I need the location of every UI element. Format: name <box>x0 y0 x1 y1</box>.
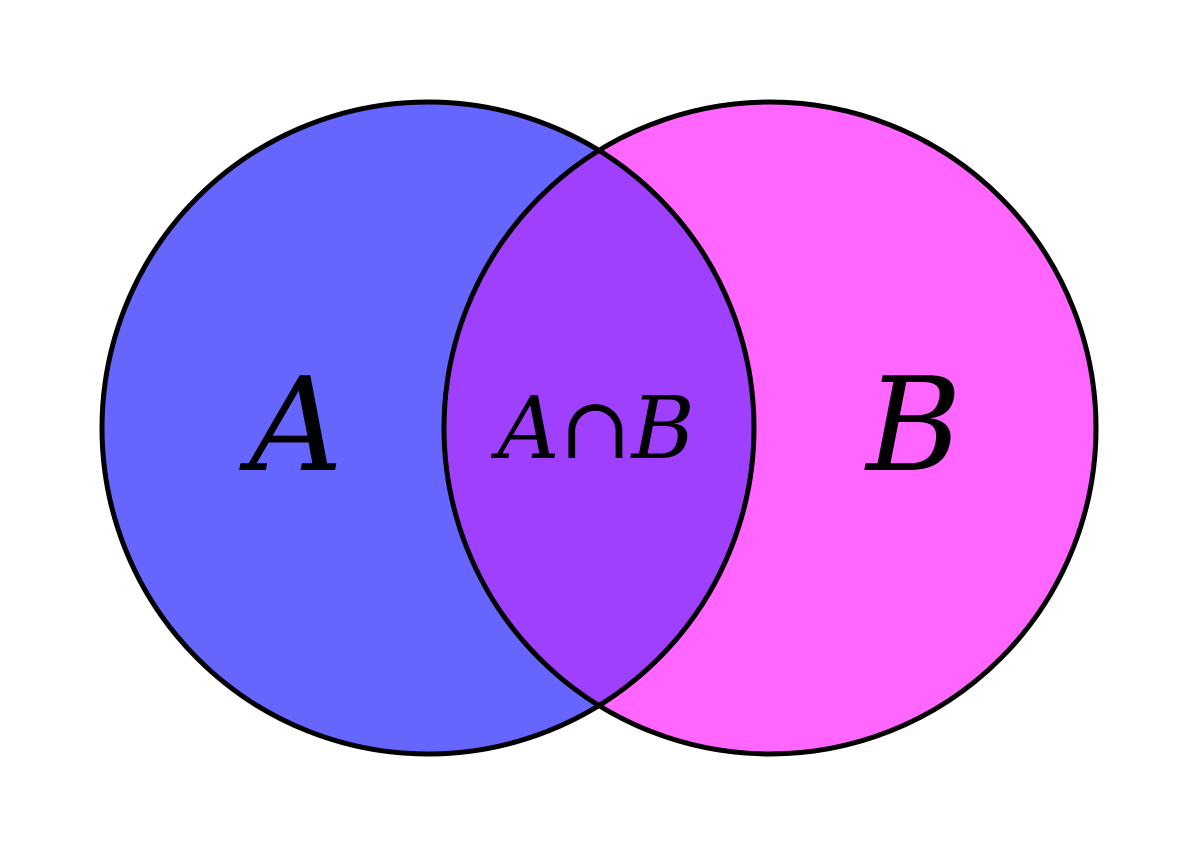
set-a-label: A <box>239 349 343 501</box>
set-b-outline <box>441 99 1099 757</box>
set-a-outline <box>99 99 757 757</box>
set-b-label: B <box>864 349 962 501</box>
intersection-label: A∩B <box>490 379 694 479</box>
intersection-region <box>444 102 754 754</box>
